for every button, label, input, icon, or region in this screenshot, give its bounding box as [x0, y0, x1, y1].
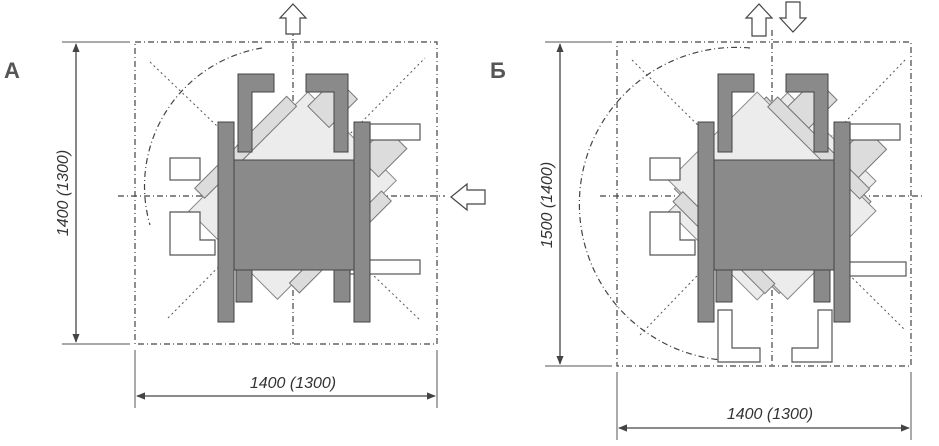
- panel-a-arrow-right: [450, 182, 486, 212]
- panel-b-height-label: 1500 (1400): [539, 162, 556, 248]
- panel-a-wheelchair: [217, 73, 371, 323]
- panel-b-letter: Б: [490, 58, 506, 83]
- panel-b: Б: [490, 1, 925, 440]
- panel-b-footrest-left: [649, 211, 696, 256]
- panel-a-width-label: 1400 (1300): [250, 375, 336, 392]
- panel-a-letter: А: [4, 58, 20, 83]
- panel-b-width-label: 1400 (1300): [727, 406, 813, 423]
- panel-b-turning-arc: [578, 46, 751, 361]
- panel-b-boundary: [616, 41, 912, 367]
- panel-b-footrest-bottom-left: [717, 309, 761, 363]
- panel-b-footrest-bottom-right: [791, 309, 833, 363]
- panel-a-diagonal-2: [167, 57, 426, 319]
- panel-a-boundary: [134, 41, 438, 345]
- panel-a-arrow-top: [278, 3, 308, 35]
- panel-a-height-label: 1400 (1300): [55, 150, 72, 236]
- panel-a-footrest-left: [169, 211, 216, 256]
- panel-a: А: [4, 3, 486, 408]
- panel-a-armrest-left-top: [169, 157, 201, 181]
- panel-a-armrest-right-top: [369, 123, 421, 141]
- panel-b-armrest-right-top: [849, 123, 901, 141]
- panel-b-arrow-down: [778, 1, 808, 33]
- panel-a-turning-arc: [143, 47, 263, 226]
- panel-b-arrow-up: [744, 3, 774, 37]
- panel-b-armrest-left-top: [649, 157, 681, 181]
- panel-b-wheelchair: [697, 73, 851, 323]
